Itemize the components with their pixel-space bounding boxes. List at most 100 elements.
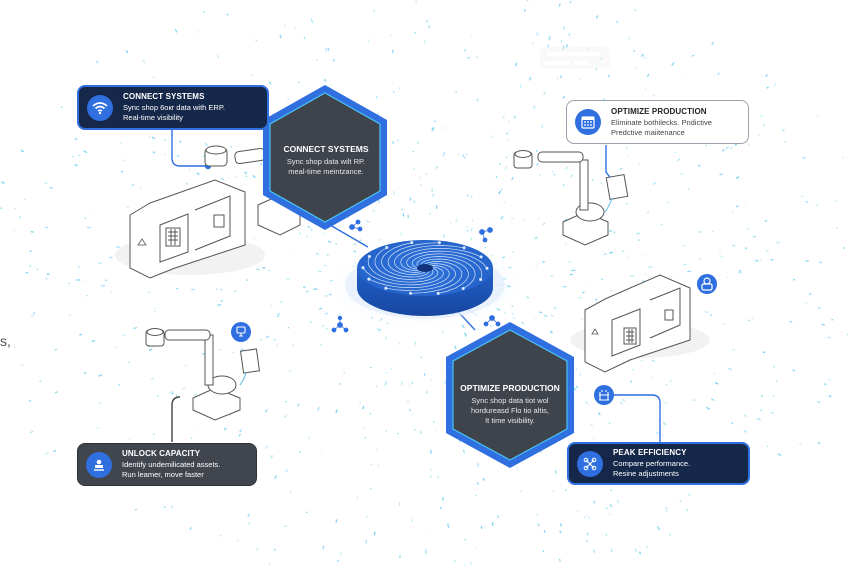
terminal-badge[interactable] [231, 322, 251, 342]
particle [279, 34, 282, 39]
particle [327, 47, 330, 51]
particle [569, 273, 573, 276]
particle [516, 467, 519, 470]
hex-connect-systems-text: CONNECT SYSTEMS Sync shop data wilt RP. … [272, 144, 380, 177]
particle [373, 531, 376, 536]
particle [504, 166, 508, 171]
swirl-node [479, 277, 483, 282]
particle [663, 400, 668, 405]
particle [156, 394, 159, 398]
particle [578, 373, 582, 377]
particle [13, 346, 16, 349]
particle [793, 279, 796, 281]
particle [332, 58, 335, 62]
particle [502, 115, 505, 119]
particle [437, 475, 439, 479]
particle [119, 141, 123, 145]
particle [127, 206, 129, 209]
particle [175, 394, 178, 397]
particle [95, 60, 99, 64]
particle [430, 468, 432, 472]
gantry-icon [599, 390, 609, 401]
particle [834, 199, 838, 202]
particle [464, 332, 467, 337]
particle [608, 422, 611, 425]
optimize-production-card[interactable]: OPTIMIZE PRODUCTION Eliminate bothilecks… [566, 100, 749, 144]
particle [148, 136, 151, 139]
unlock-capacity-card[interactable]: UNLOCK CAPACITY Identify undemilicated a… [77, 443, 257, 486]
particle [45, 277, 48, 280]
swirl-node [462, 246, 466, 250]
particle [616, 499, 620, 504]
particle [665, 383, 668, 386]
particle [843, 247, 846, 249]
particle [203, 11, 206, 14]
particle [244, 171, 248, 175]
particle [562, 285, 567, 288]
particle [220, 300, 224, 302]
particle [287, 97, 290, 101]
particle [390, 34, 392, 37]
hex-optimize-production[interactable] [446, 322, 574, 468]
particle [255, 547, 259, 552]
particle [317, 406, 320, 411]
machine-badge[interactable] [594, 385, 614, 405]
particle [74, 137, 78, 141]
particle [179, 140, 182, 143]
particle [289, 490, 292, 493]
particle [442, 155, 444, 157]
hex-connect-systems[interactable] [263, 85, 387, 230]
particle [503, 311, 507, 315]
particle [433, 421, 435, 423]
particle [319, 343, 323, 347]
particle [430, 475, 432, 478]
particle [265, 445, 269, 449]
particle [735, 176, 740, 179]
particle [466, 225, 469, 228]
particle [671, 61, 675, 66]
particle [32, 312, 35, 314]
particle [743, 414, 748, 418]
particle [828, 395, 832, 398]
particle [54, 391, 58, 394]
particle [476, 56, 478, 58]
hex-line: hordureasd Flo tio altis, [471, 406, 549, 415]
particle [713, 372, 716, 375]
particle [356, 496, 359, 499]
particle [131, 184, 135, 187]
central-data-hub[interactable] [330, 240, 520, 327]
particle [100, 285, 105, 287]
cnc-lathe-left [115, 179, 265, 279]
particle [542, 261, 545, 263]
particle [522, 219, 525, 222]
particle [29, 265, 32, 267]
particle [152, 76, 155, 79]
particle [565, 166, 569, 171]
particle [455, 347, 457, 349]
particle [554, 470, 558, 474]
particle [343, 372, 345, 374]
particle [603, 253, 607, 255]
particle [625, 146, 629, 150]
particle [325, 294, 328, 297]
user-badge[interactable] [697, 274, 717, 294]
particle [307, 436, 311, 440]
peak-efficiency-card[interactable]: PEAK EFFICIENCY Compare performance. Res… [567, 442, 750, 485]
particle [148, 348, 153, 352]
connect-systems-card[interactable]: CONNECT SYSTEMS Sync shop 6oкr data with… [77, 85, 269, 130]
particle [565, 44, 569, 48]
particle [462, 154, 465, 158]
particle [409, 197, 412, 201]
particle [91, 339, 96, 343]
particle [0, 207, 3, 210]
particle [373, 9, 375, 12]
node-cluster [331, 315, 349, 333]
particle [463, 156, 466, 159]
particle [777, 453, 782, 457]
particle [491, 135, 494, 138]
particle [163, 505, 166, 509]
particle [548, 36, 551, 41]
card-title: OPTIMIZE PRODUCTION [611, 106, 707, 116]
particle [182, 387, 186, 391]
particle [365, 539, 368, 544]
